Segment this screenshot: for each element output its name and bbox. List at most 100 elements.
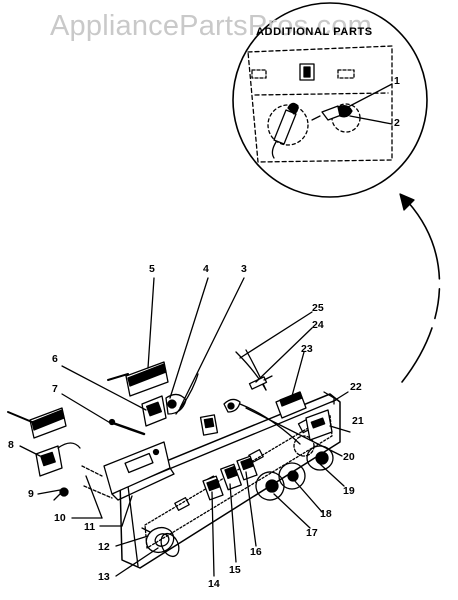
leader-18 xyxy=(293,479,323,513)
part-9-stem xyxy=(53,493,61,501)
callout-5: 5 xyxy=(149,263,155,275)
left-terminal-rod xyxy=(7,411,33,423)
callout-6: 6 xyxy=(52,353,58,365)
inset-slot-left xyxy=(251,69,267,79)
part-3-capillary xyxy=(175,373,199,415)
callout-16: 16 xyxy=(250,546,262,558)
part-17-knob-hub xyxy=(265,479,279,493)
arrow-head xyxy=(399,193,415,211)
callout-21: 21 xyxy=(352,415,364,427)
curved-arrow xyxy=(401,201,441,383)
leader-4 xyxy=(169,277,209,399)
callout-8: 8 xyxy=(8,439,14,451)
callout-23: 23 xyxy=(301,343,313,355)
part-13-knob xyxy=(145,526,175,554)
inset-switch-core xyxy=(303,66,311,78)
part-8-wire xyxy=(57,442,81,449)
part-11-knob xyxy=(152,448,160,456)
inset-slot-right xyxy=(337,69,355,79)
callout-15: 15 xyxy=(229,564,241,576)
callout-22: 22 xyxy=(350,381,362,393)
part-5-terminal-teeth xyxy=(127,363,167,387)
part-18-bezel xyxy=(278,462,306,490)
callout-14: 14 xyxy=(208,578,220,590)
part-16-switch-face xyxy=(240,457,254,471)
part-6-switch-face xyxy=(146,401,162,417)
leader-25 xyxy=(239,311,313,359)
left-terminal-teeth xyxy=(31,409,65,431)
leader-3 xyxy=(179,277,245,409)
leader-12 xyxy=(115,535,149,547)
watermark-text: AppliancePartsPros.com xyxy=(50,10,372,42)
part-14-switch-face xyxy=(206,478,220,492)
inset-title: ADDITIONAL PARTS xyxy=(256,26,373,38)
inset-lamp-left-wire xyxy=(271,141,277,159)
leader-5 xyxy=(147,277,155,369)
part-20-bezel xyxy=(293,435,315,457)
part-15-switch-face xyxy=(224,465,239,480)
leader-20 xyxy=(245,407,343,457)
callout-7: 7 xyxy=(52,383,58,395)
callout-19: 19 xyxy=(343,485,355,497)
part-9-grommet xyxy=(59,487,69,497)
inset-circle xyxy=(232,2,428,198)
callout-20: 20 xyxy=(343,451,355,463)
part-13-knob-inner xyxy=(154,533,170,547)
leader-23 xyxy=(291,351,305,397)
part-19-knob-hub xyxy=(315,451,329,465)
callout-12: 12 xyxy=(98,541,110,553)
callout-4: 4 xyxy=(203,263,209,275)
inset-switch-outline xyxy=(299,63,315,81)
leader-7 xyxy=(61,393,113,425)
callout-2: 2 xyxy=(394,117,400,129)
callout-25: 25 xyxy=(312,302,324,314)
leader-6 xyxy=(61,365,147,411)
inset-lamp-bulb xyxy=(337,105,353,118)
callout-24: 24 xyxy=(312,319,324,331)
leader-19 xyxy=(319,463,345,487)
leader-21 xyxy=(329,425,351,433)
leader-16 xyxy=(245,471,257,547)
part-8-switch-face xyxy=(40,451,56,467)
part-19-knob xyxy=(306,445,334,471)
callout-10: 10 xyxy=(54,512,66,524)
rocker-switch-face xyxy=(203,417,215,429)
inset-lamp-left xyxy=(273,109,297,145)
inset-cutout-left xyxy=(267,104,309,146)
callout-9: 9 xyxy=(28,488,34,500)
part-12-knob-shaft xyxy=(141,527,151,533)
callout-17: 17 xyxy=(306,527,318,539)
part-5-rod xyxy=(107,373,129,381)
leader-8 xyxy=(19,445,41,457)
part-4-bulb xyxy=(167,399,177,409)
part-21-bracket-slot xyxy=(310,417,326,429)
leader-14 xyxy=(211,491,215,577)
leader-2 xyxy=(349,115,393,125)
part-11-display xyxy=(124,452,154,474)
part-10-screw-a xyxy=(81,465,103,477)
leader-1 xyxy=(345,83,393,109)
leader-22 xyxy=(331,391,349,403)
leader-17 xyxy=(273,493,311,529)
callout-3: 3 xyxy=(241,263,247,275)
part-17-knob xyxy=(255,471,285,501)
part-7-shaft xyxy=(108,420,146,436)
callout-13: 13 xyxy=(98,571,110,583)
control-panel xyxy=(119,393,341,569)
part-13-knob-ring xyxy=(160,532,180,558)
part-10-screw-b xyxy=(83,485,113,499)
part-22-edge xyxy=(323,391,335,405)
leader-15 xyxy=(229,483,237,563)
part-18-bezel-hub xyxy=(287,470,299,482)
part-24-lamp-wire xyxy=(263,375,273,381)
callout-11: 11 xyxy=(84,521,96,533)
inset-divider xyxy=(254,92,389,96)
panel-cutout-1 xyxy=(174,497,190,511)
part-11-clock-side xyxy=(111,467,175,501)
part-23-terminal-teeth xyxy=(279,391,303,407)
leader-13 xyxy=(115,547,159,577)
part-20-lamp-dot xyxy=(227,402,235,410)
leader-10b xyxy=(85,475,103,519)
